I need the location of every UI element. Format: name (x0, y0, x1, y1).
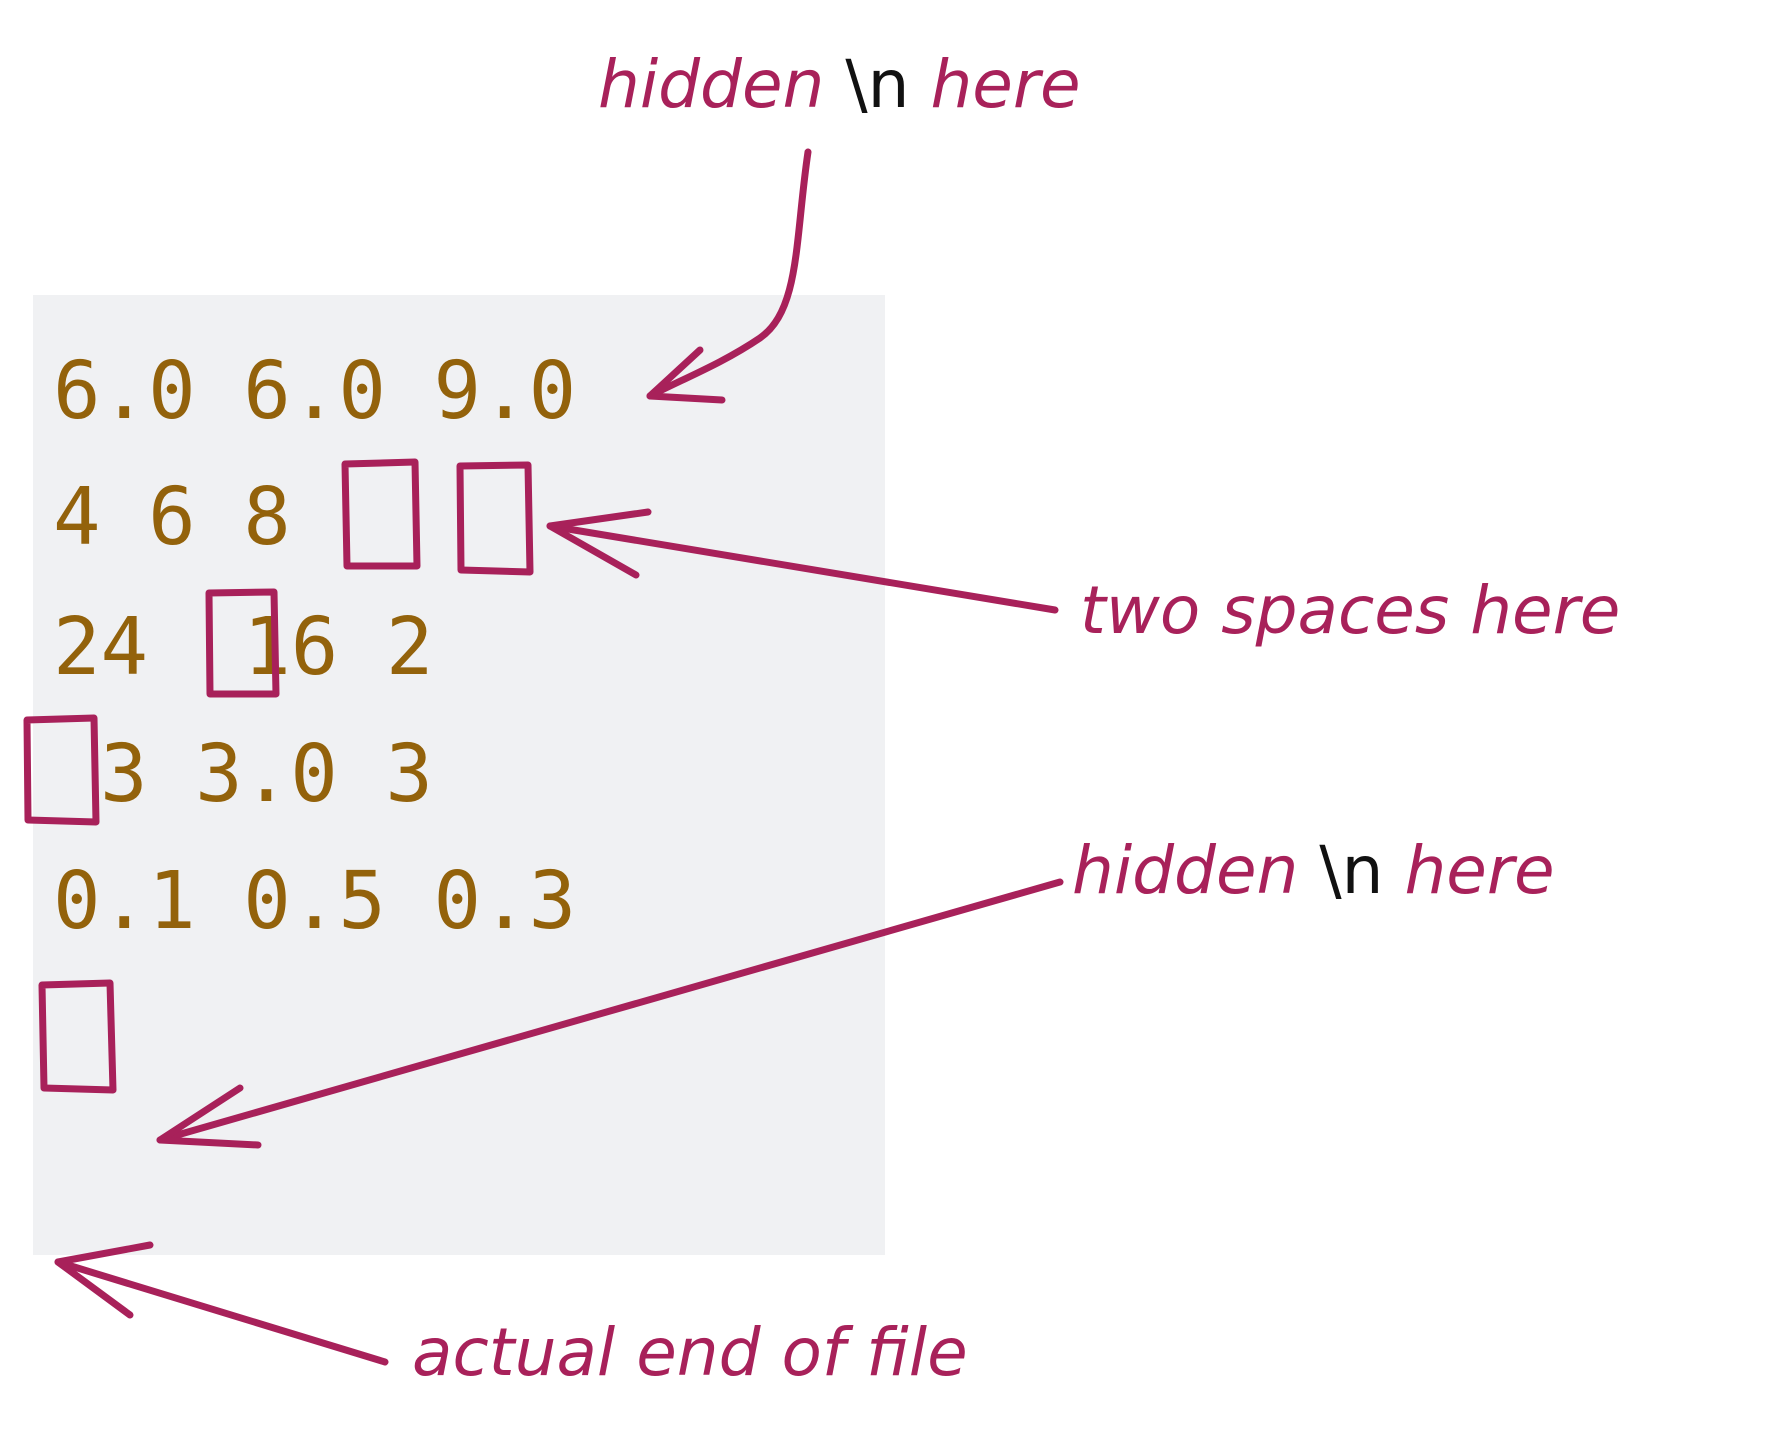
space-marker-3 (205, 588, 280, 698)
arrow-two-spaces (546, 522, 1059, 614)
annotation-hidden-word: hidden (598, 46, 825, 123)
empty-line-marker (38, 979, 117, 1094)
file-line-5: 0.1 0.5 0.3 (53, 855, 577, 947)
annotation-hidden-word: hidden (1072, 832, 1299, 909)
file-line-2: 4 6 8 (53, 471, 291, 563)
arrow-bottom-newline (156, 878, 1064, 1144)
annotation-here-word: here (930, 46, 1081, 123)
annotation-here-word: here (1404, 832, 1555, 909)
file-contents-panel (33, 295, 885, 1255)
annotation-end-of-file: actual end of file (412, 1314, 968, 1391)
space-marker-1 (341, 458, 421, 570)
annotation-hidden-newline-bottom: hidden \n here (1072, 838, 1555, 904)
arrow-two-spaces-head (546, 508, 652, 579)
space-marker-2 (456, 461, 534, 576)
file-line-1: 6.0 6.0 9.0 (53, 345, 577, 437)
arrow-top-newline (646, 148, 812, 400)
file-line-3: 24 16 2 (53, 601, 434, 693)
arrow-end-of-file-head (54, 1241, 154, 1319)
arrow-end-of-file (54, 1258, 389, 1366)
arrow-bottom-newline-head (156, 1084, 262, 1149)
newline-code: \n (845, 46, 910, 123)
annotation-hidden-newline-top: hidden \n here (598, 52, 1081, 118)
newline-code: \n (1319, 832, 1384, 909)
arrow-top-newline-head (646, 346, 726, 404)
annotation-two-spaces: two spaces here (1080, 572, 1621, 649)
space-marker-4 (23, 714, 100, 826)
file-line-4: 3 3.0 3 (100, 728, 433, 820)
